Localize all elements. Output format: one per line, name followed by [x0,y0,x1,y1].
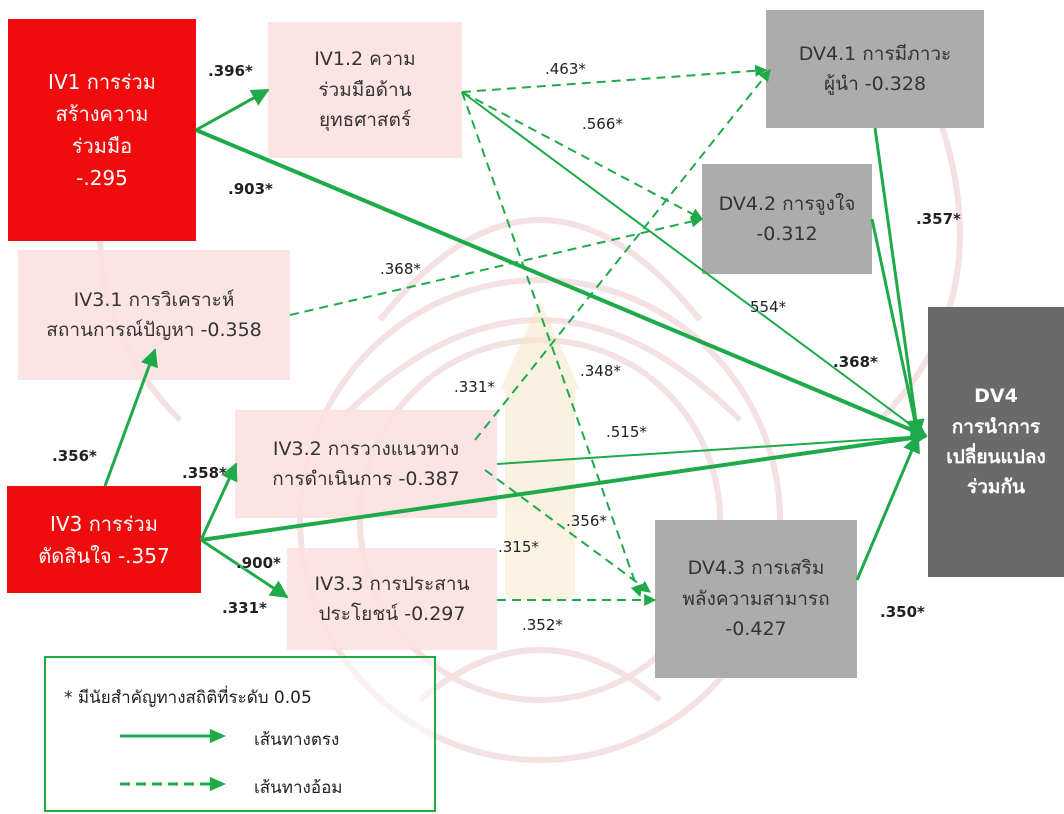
dv4-2-box: DV4.2 การจูงใจ -0.312 [702,164,872,274]
iv3-1-label: IV3.1 การวิเคราะห์ สถานการณ์ปัญหา -0.358 [46,288,262,341]
iv3-2-label: IV3.2 การวางแนวทาง การดำเนินการ -0.387 [272,437,460,490]
coef-label: .348* [580,362,621,380]
path-iv1-iv1-2 [195,88,270,132]
path-iv3-iv3-2 [199,462,238,541]
iv3-3-label: IV3.3 การประสาน ประโยชน์ -0.297 [314,572,470,625]
coef-label: .396* [208,62,253,80]
path-iv3-iv3-3 [200,538,289,599]
iv1-box: IV1 การร่วม สร้างความ ร่วมมือ -.295 [8,19,196,241]
path-iv1-2-dv4 [461,91,927,437]
path-iv1-2-dv4-1 [461,64,768,93]
coef-label: .566* [582,115,623,133]
coef-label: .331* [222,599,267,617]
coef-label: .331* [454,378,495,396]
path-iv3-dv4 [200,429,928,542]
dv4-3-label: DV4.3 การเสริม พลังความสามารถ -0.427 [682,557,830,641]
legend-note: * มีนัยสำคัญทางสถิติที่ระดับ 0.05 [64,688,312,708]
path-dv4-1-dv4 [873,127,925,438]
iv3-2-box: IV3.2 การวางแนวทาง การดำเนินการ -0.387 [235,410,497,518]
coef-label: .357* [916,210,961,228]
path-iv3-1-dv4-2 [289,215,704,316]
legend-direct-label: เส้นทางตรง [254,730,340,750]
coef-label: .350* [880,603,925,621]
dv4-2-label: DV4.2 การจูงใจ -0.312 [718,192,856,245]
iv3-box: IV3 การร่วม ตัดสินใจ -.357 [7,486,201,593]
path-iv1-dv4 [195,128,928,438]
coef-label: .463* [545,60,586,78]
iv1-label: IV1 การร่วม สร้างความ ร่วมมือ -.295 [48,70,156,190]
dv4-1-box: DV4.1 การมีภาวะ ผู้นำ -0.328 [766,10,984,128]
path-iv3-2-dv4-3 [484,469,651,593]
coef-label: .358* [182,464,227,482]
dv4-1-label: DV4.1 การมีภาวะ ผู้นำ -0.328 [798,42,952,95]
dv4-label: DV4 การนำการ เปลี่ยนแปลง ร่วมกัน [946,385,1046,499]
dv4-box: DV4 การนำการ เปลี่ยนแปลง ร่วมกัน [928,307,1064,577]
path-iv1-2-dv4-2 [461,91,704,220]
path-iv3-2-dv4 [496,430,928,465]
iv3-3-box: IV3.3 การประสาน ประโยชน์ -0.297 [287,548,497,650]
legend-indirect-label: เส้นทางอ้อม [254,778,343,798]
legend-indirect-arrow-icon [120,777,226,791]
path-iv3-2-dv4-1 [474,69,771,441]
coef-label: .356* [566,512,607,530]
coef-label: .352* [522,616,563,634]
coef-label: .356* [52,447,97,465]
iv3-label: IV3 การร่วม ตัดสินใจ -.357 [38,511,170,568]
iv1-2-label: IV1.2 ความ ร่วมมือด้าน ยุทธศาสตร์ [314,48,416,132]
legend: * มีนัยสำคัญทางสถิติที่ระดับ 0.05 เส้นทา… [44,656,436,812]
coef-label: .368* [380,260,421,278]
coef-label: .515* [606,423,647,441]
path-dv4-3-dv4 [855,434,920,581]
dv4-3-box: DV4.3 การเสริม พลังความสามารถ -0.427 [655,520,857,678]
coef-label: .903* [228,180,273,198]
coef-label: .368* [833,353,878,371]
iv1-2-box: IV1.2 ความ ร่วมมือด้าน ยุทธศาสตร์ [268,22,462,158]
path-iv3-iv3-1 [103,348,158,487]
coef-label: .900* [236,554,281,572]
legend-direct-arrow-icon [120,729,226,743]
coef-label: 554* [750,298,787,316]
coef-label: .315* [498,538,539,556]
path-dv4-2-dv4 [870,218,924,438]
